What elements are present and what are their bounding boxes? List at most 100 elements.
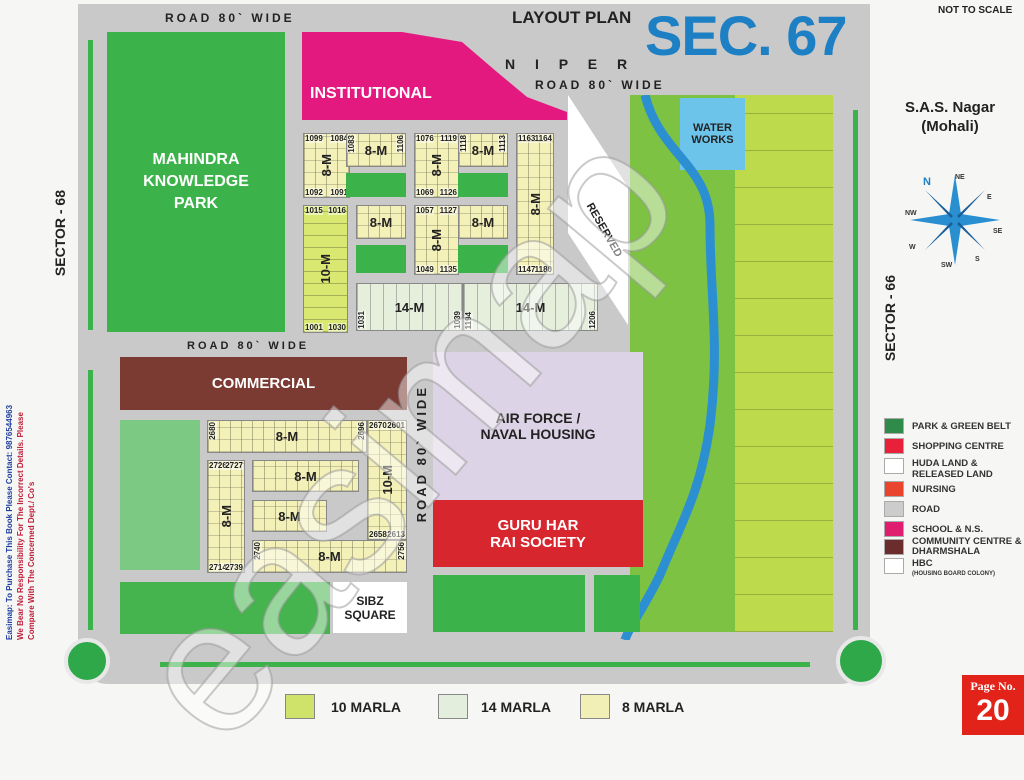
plot-number: 1049 xyxy=(416,265,434,274)
plot-number: 2727 xyxy=(225,461,243,470)
legend-label: PARK & GREEN BELT xyxy=(912,421,1011,432)
legend-swatch xyxy=(884,521,904,537)
side-note-line1: Easimap: To Purchase This Book Please Co… xyxy=(5,404,14,640)
air-force-naval-housing: AIR FORCE / NAVAL HOUSING xyxy=(433,352,643,500)
plot-block: 8-M xyxy=(356,205,406,239)
compass-se: SE xyxy=(993,228,1003,235)
plot-number: 2601 xyxy=(387,421,405,430)
plot-number: 1057 xyxy=(416,206,434,215)
park-bottom-left xyxy=(120,582,330,634)
city-line1: S.A.S. Nagar xyxy=(905,99,996,116)
sector-66-label: SECTOR - 66 xyxy=(882,275,898,362)
plot-label: 8-M xyxy=(318,549,341,564)
legend-label: ROAD xyxy=(912,504,940,515)
compass-w: W xyxy=(909,244,916,251)
layout-plan-title: LAYOUT PLAN xyxy=(512,8,632,27)
plot-number: 2670 xyxy=(369,421,387,430)
side-note-line2: We Bear No Responsibility For The Incorr… xyxy=(16,412,36,640)
legend-label: HUDA LAND & RELEASED LAND xyxy=(912,458,993,480)
compass-nw: NW xyxy=(905,210,917,217)
legend-14-marla: 14 MARLA xyxy=(481,699,552,715)
plot-number: 1084 xyxy=(330,134,348,143)
green-belt-left-lower xyxy=(88,370,93,630)
guru-har-rai-society: GURU HAR RAI SOCIETY xyxy=(433,500,643,567)
plot-label: 14-M xyxy=(394,299,425,315)
plot-number: 1030 xyxy=(328,323,346,332)
plot-number: 1001 xyxy=(305,323,323,332)
sector-68-label: SECTOR - 68 xyxy=(52,190,68,277)
road-label-niper-road: ROAD 80` WIDE xyxy=(535,78,665,92)
legend-label-hbc: HBC xyxy=(912,558,933,569)
scale-note: NOT TO SCALE xyxy=(938,5,1013,16)
plot-number: 2613 xyxy=(387,530,405,539)
city-line2: (Mohali) xyxy=(921,118,979,135)
compass-e: E xyxy=(987,194,992,201)
park-left-block xyxy=(120,420,200,570)
plot-block: 8-M xyxy=(458,205,508,239)
plot-label: 8-M xyxy=(364,142,388,158)
plot-number: 1163 xyxy=(518,134,536,143)
park-block xyxy=(346,173,406,197)
legend-swatch-10-marla xyxy=(285,694,315,719)
plot-label: 8-M xyxy=(369,214,393,230)
roundabout-right xyxy=(836,636,886,686)
green-belt-left xyxy=(88,40,93,330)
legend-swatch xyxy=(884,501,904,517)
green-land-middle xyxy=(630,95,740,632)
legend-label: NURSING xyxy=(912,484,956,495)
plot-number: 1147 xyxy=(518,265,536,274)
plot-number: 1069 xyxy=(416,188,434,197)
plot-number: 1015 xyxy=(305,206,323,215)
compass-ne: NE xyxy=(955,174,965,181)
page-number-box: Page No. 20 xyxy=(962,675,1024,735)
plot-label: 8-M xyxy=(294,468,317,484)
roundabout-left xyxy=(64,638,110,684)
plot-number: 1016 xyxy=(328,206,346,215)
plot-number: 1135 xyxy=(439,265,457,274)
plot-block: 8-M xyxy=(252,460,359,492)
park-bottom-2 xyxy=(594,575,640,632)
page-number: 20 xyxy=(976,694,1010,727)
legend-swatch xyxy=(884,418,904,434)
park-bottom-1 xyxy=(433,575,585,632)
legend-label: COMMUNITY CENTRE & DHARMSHALA xyxy=(912,536,1022,557)
road-label-top: ROAD 80` WIDE xyxy=(165,11,295,25)
sibz-square: SIBZ SQUARE xyxy=(333,582,407,633)
plot-number: 1076 xyxy=(416,134,434,143)
plot-number: 1126 xyxy=(439,188,457,197)
legend: PARK & GREEN BELT SHOPPING CENTRE HUDA L… xyxy=(884,418,1024,578)
road-label-niper: N I P E R xyxy=(505,56,636,72)
legend-sublabel: (HOUSING BOARD COLONY) xyxy=(912,571,995,577)
compass-n: N xyxy=(923,176,931,188)
legend-swatch xyxy=(884,481,904,497)
legend-swatch xyxy=(884,438,904,454)
mahindra-knowledge-park: MAHINDRA KNOWLEDGE PARK xyxy=(107,32,285,332)
legend-swatch xyxy=(884,539,904,555)
plot-label: 10-M xyxy=(318,254,333,284)
legend-swatch-8-marla xyxy=(580,694,610,719)
city-name: S.A.S. Nagar (Mohali) xyxy=(905,98,995,136)
legend-swatch-14-marla xyxy=(438,694,468,719)
compass-star-icon xyxy=(910,175,1000,265)
legend-swatch xyxy=(884,458,904,474)
legend-label: SCHOOL & N.S. xyxy=(912,524,984,535)
page-label: Page No. xyxy=(970,679,1016,693)
plot-number: 1127 xyxy=(439,206,457,215)
plot-number: 2658 xyxy=(369,530,387,539)
plot-label: 14-M xyxy=(515,299,546,315)
green-land-right xyxy=(735,95,833,632)
legend-label: HBC (HOUSING BOARD COLONY) xyxy=(912,558,995,580)
compass-sw: SW xyxy=(941,262,953,269)
plot-number: 1164 xyxy=(534,134,552,143)
road-label-vertical: ROAD 80` WIDE xyxy=(414,385,429,523)
plot-number: 1092 xyxy=(305,188,323,197)
plot-label: 8-M xyxy=(471,142,495,158)
